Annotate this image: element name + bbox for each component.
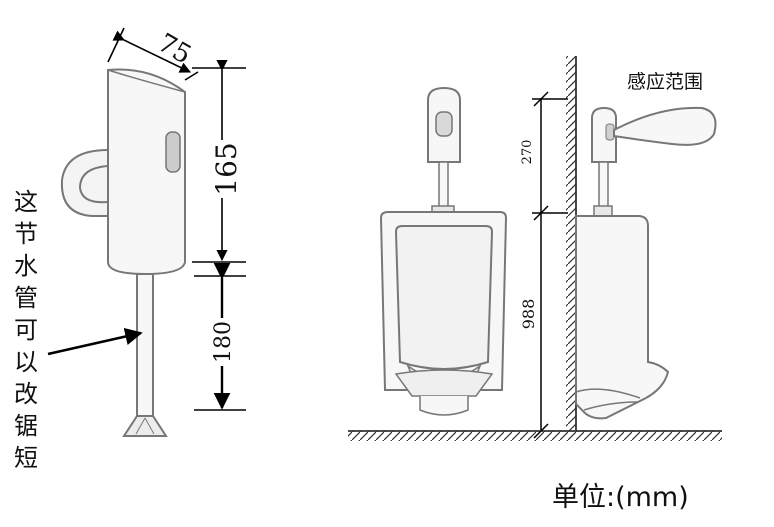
note-char: 以 [14,348,38,376]
dim-height-label: 165 [210,142,243,195]
note-char: 这 [14,188,38,216]
sensor-range-label: 感应范围 [627,71,703,93]
note-char: 节 [14,220,38,248]
urinal-side-view: 270 988 感应范围 [348,56,722,441]
note-char: 短 [14,444,38,472]
wall [566,56,576,431]
pipe-cut-note: 这 节 水 管 可 以 改 锯 短 [10,186,42,474]
urinal-front-view [379,86,508,416]
note-arrow [47,327,143,356]
sensor-window [165,131,181,173]
sensing-range [613,106,717,146]
dim-width-label: 75 [153,28,197,71]
note-char: 锯 [14,412,38,440]
side-urinal-body [575,215,670,420]
side-sensor [591,106,617,163]
water-pipe [136,273,154,417]
note-char: 可 [14,316,38,344]
wall-bracket [60,149,109,217]
valve-body [107,68,186,276]
flush-valve-detail: 75 165 180 [47,27,246,437]
dim-pipe-label: 180 [211,321,236,363]
unit-label: 单位:(mm) [552,482,689,513]
spud-flange [122,415,168,437]
note-char: 水 [14,252,38,280]
dim-988-label: 988 [519,299,538,330]
note-char: 改 [14,380,38,408]
note-char: 管 [14,284,38,312]
dim-270-label: 270 [520,140,535,165]
